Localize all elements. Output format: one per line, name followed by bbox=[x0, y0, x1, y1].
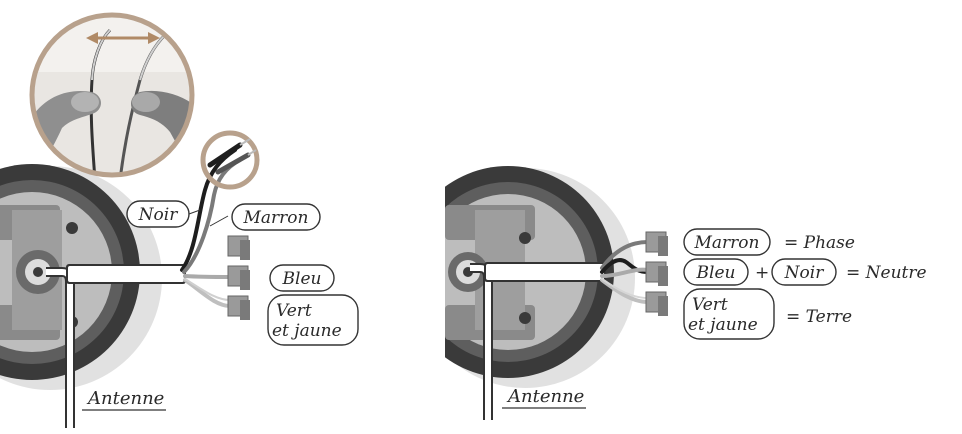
left-terminals bbox=[227, 235, 250, 320]
stripped-wires-callout bbox=[200, 130, 260, 190]
stretch-arrow-icon bbox=[86, 32, 160, 44]
right-label-marron: Marron = Phase bbox=[683, 228, 855, 256]
left-label-bleu: Bleu bbox=[269, 264, 335, 292]
svg-text:Vert: Vert bbox=[692, 295, 728, 315]
left-label-vert-jaune: Vert et jaune bbox=[267, 294, 359, 346]
right-label-vert-jaune: Vert et jaune = Terre bbox=[683, 288, 852, 340]
svg-text:= Terre: = Terre bbox=[786, 307, 852, 327]
left-label-antenne: Antenne bbox=[82, 388, 166, 411]
left-label-marron: Marron bbox=[209, 203, 321, 231]
right-panel: Marron = Phase Bleu + Noir = Neutre Vert… bbox=[445, 166, 927, 420]
svg-text:et jaune: et jaune bbox=[688, 315, 758, 335]
svg-text:Antenne: Antenne bbox=[506, 386, 584, 407]
right-label-bleu-noir: Bleu + Noir = Neutre bbox=[683, 258, 927, 286]
svg-text:+: + bbox=[755, 263, 769, 283]
right-cable bbox=[484, 262, 606, 282]
right-terminals bbox=[645, 231, 668, 316]
svg-text:Noir: Noir bbox=[784, 263, 825, 283]
svg-text:Marron: Marron bbox=[243, 208, 309, 228]
svg-text:= Neutre: = Neutre bbox=[846, 263, 927, 283]
svg-text:Antenne: Antenne bbox=[86, 388, 164, 409]
left-wires bbox=[180, 148, 242, 308]
right-wires bbox=[600, 240, 650, 304]
svg-text:et jaune: et jaune bbox=[272, 321, 342, 341]
svg-text:= Phase: = Phase bbox=[784, 233, 855, 253]
left-label-noir: Noir bbox=[126, 200, 201, 228]
svg-text:Bleu: Bleu bbox=[696, 263, 736, 283]
photo-inset bbox=[29, 12, 195, 178]
svg-text:Marron: Marron bbox=[694, 233, 760, 253]
left-cable bbox=[66, 264, 186, 284]
svg-text:Bleu: Bleu bbox=[282, 269, 322, 289]
svg-text:Noir: Noir bbox=[138, 205, 179, 225]
svg-text:Vert: Vert bbox=[276, 301, 312, 321]
right-label-antenne: Antenne bbox=[502, 386, 586, 409]
left-panel: Noir Marron Bleu Vert et jaune Antenne bbox=[0, 12, 359, 428]
